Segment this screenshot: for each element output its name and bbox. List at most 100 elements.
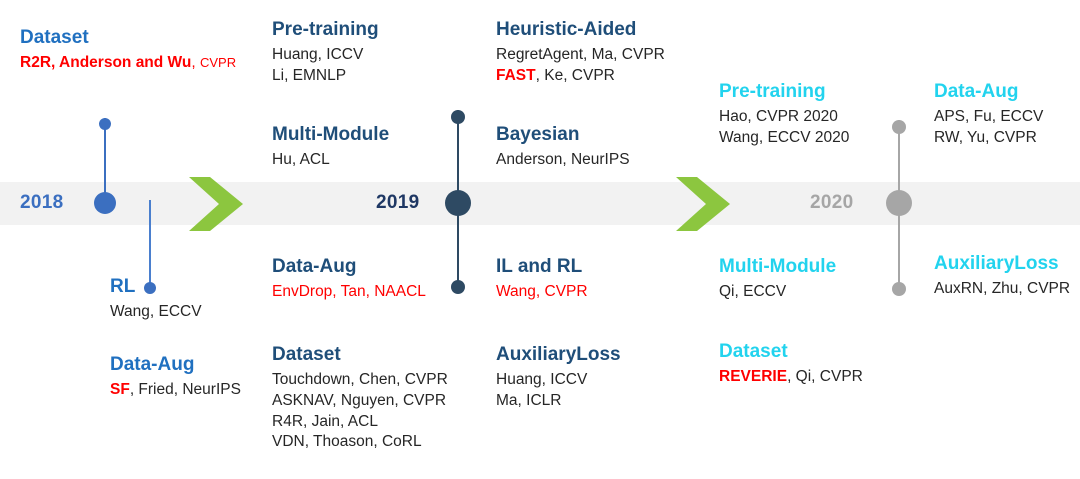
entry-highlight: FAST — [496, 66, 536, 84]
entry-rest: Huang, ICCV — [272, 46, 364, 64]
entry-highlight: EnvDrop, Tan, NAACL — [272, 283, 426, 301]
entry-line: Li, EMNLP — [272, 66, 379, 87]
entry-rest: Qi, ECCV — [719, 283, 787, 301]
connector-dot-large — [94, 192, 116, 214]
group-2019-dataset: Dataset Touchdown, Chen, CVPR ASKNAV, Ng… — [272, 343, 448, 453]
entry-line: AuxRN, Zhu, CVPR — [934, 279, 1070, 300]
group-2020-multimodule: Multi-Module Qi, ECCV — [719, 255, 836, 303]
group-heading: Data-Aug — [934, 81, 1019, 102]
entry-rest: , Fried, NeurIPS — [129, 381, 241, 399]
entry-line: Anderson, NeurIPS — [496, 150, 630, 171]
entry-line: Wang, ECCV 2020 — [719, 128, 849, 149]
group-heading: AuxiliaryLoss — [496, 344, 621, 365]
entry-line: VDN, Thoason, CoRL — [272, 432, 448, 453]
entry-rest: Wang, ECCV 2020 — [719, 128, 850, 146]
entry-line: Touchdown, Chen, CVPR — [272, 370, 448, 391]
entry-rest: Anderson, NeurIPS — [496, 151, 630, 169]
entry-rest: Huang, ICCV — [496, 371, 588, 389]
group-2018-rl: RL Wang, ECCV — [110, 275, 202, 323]
entry-rest: RW, Yu, CVPR — [934, 128, 1037, 146]
entry-line: RW, Yu, CVPR — [934, 128, 1043, 149]
entry-line: EnvDrop, Tan, NAACL — [272, 282, 426, 303]
entry-rest: , Ke, CVPR — [535, 66, 615, 84]
entry-line: Ma, ICLR — [496, 391, 621, 412]
group-2019-pretraining: Pre-training Huang, ICCV Li, EMNLP — [272, 18, 379, 87]
entry-rest: Li, EMNLP — [272, 66, 347, 84]
entry-line: Wang, ECCV — [110, 302, 202, 323]
group-heading: Multi-Module — [719, 256, 837, 277]
entry-rest: Touchdown, Chen, CVPR — [272, 371, 448, 389]
chevron-arrow-icon — [673, 175, 733, 233]
group-heading: Multi-Module — [272, 124, 390, 145]
entry-rest: ASKNAV, Nguyen, CVPR — [272, 391, 447, 409]
entry-line: Hao, CVPR 2020 — [719, 107, 849, 128]
group-heading: Bayesian — [496, 124, 580, 145]
entry-line: Huang, ICCV — [496, 370, 621, 391]
entry-line: FAST, Ke, CVPR — [496, 66, 665, 87]
group-2020-pretraining: Pre-training Hao, CVPR 2020 Wang, ECCV 2… — [719, 80, 849, 149]
entry-line: SF, Fried, NeurIPS — [110, 380, 241, 401]
group-heading: Dataset — [272, 344, 341, 365]
entry-rest: Wang, ECCV — [110, 303, 202, 321]
group-2019-bayesian: Bayesian Anderson, NeurIPS — [496, 123, 630, 171]
entry-line: R4R, Jain, ACL — [272, 412, 448, 433]
entry-line: Wang, CVPR — [496, 282, 588, 303]
connector-dot-large — [886, 190, 912, 216]
group-heading: Dataset — [719, 341, 788, 362]
entry-rest: R4R, Jain, ACL — [272, 412, 378, 430]
group-heading: RL — [110, 276, 136, 297]
entry-venue: CVPR — [200, 55, 237, 71]
group-heading: IL and RL — [496, 256, 583, 277]
chevron-arrow-icon — [186, 175, 246, 233]
group-2019-heuristic: Heuristic-Aided RegretAgent, Ma, CVPR FA… — [496, 18, 665, 87]
entry-line: ASKNAV, Nguyen, CVPR — [272, 391, 448, 412]
entry-rest: Hu, ACL — [272, 151, 330, 169]
year-label-2018: 2018 — [20, 192, 64, 213]
entry-rest: , — [191, 54, 200, 72]
entry-highlight: R2R, Anderson and Wu — [20, 54, 192, 72]
entry-rest: AuxRN, Zhu, CVPR — [934, 280, 1071, 298]
entry-line: REVERIE, Qi, CVPR — [719, 367, 863, 388]
entry-highlight: REVERIE — [719, 368, 788, 386]
timeline-band — [0, 182, 1080, 225]
connector-dot-small — [144, 282, 156, 294]
group-heading: Heuristic-Aided — [496, 19, 637, 40]
entry-line: Hu, ACL — [272, 150, 389, 171]
connector-dot-small — [892, 120, 906, 134]
entry-line: Huang, ICCV — [272, 45, 379, 66]
connector-dot-small — [451, 110, 465, 124]
group-2018-dataaug: Data-Aug SF, Fried, NeurIPS — [110, 353, 241, 401]
connector-line — [149, 200, 151, 286]
group-heading: Data-Aug — [272, 256, 357, 277]
group-2020-dataset: Dataset REVERIE, Qi, CVPR — [719, 340, 863, 388]
entry-line: RegretAgent, Ma, CVPR — [496, 45, 665, 66]
entry-rest: Ma, ICLR — [496, 391, 562, 409]
entry-rest: Hao, CVPR 2020 — [719, 108, 838, 126]
group-heading: Pre-training — [272, 19, 379, 40]
group-2020-auxloss: AuxiliaryLoss AuxRN, Zhu, CVPR — [934, 252, 1070, 300]
group-heading: Dataset — [20, 27, 89, 48]
connector-line — [104, 118, 106, 204]
group-2018-above: Dataset R2R, Anderson and Wu, CVPR — [20, 26, 236, 74]
group-2019-auxloss: AuxiliaryLoss Huang, ICCV Ma, ICLR — [496, 343, 621, 412]
entry-line: APS, Fu, ECCV — [934, 107, 1043, 128]
group-2019-multimodule: Multi-Module Hu, ACL — [272, 123, 389, 171]
year-label-2020: 2020 — [810, 192, 854, 213]
year-label-2019: 2019 — [376, 192, 420, 213]
entry-rest: , Qi, CVPR — [787, 368, 863, 386]
group-2019-dataaug: Data-Aug EnvDrop, Tan, NAACL — [272, 255, 426, 303]
group-heading: Data-Aug — [110, 354, 195, 375]
group-heading: Pre-training — [719, 81, 826, 102]
entry-rest: APS, Fu, ECCV — [934, 108, 1044, 126]
entry-line: R2R, Anderson and Wu, CVPR — [20, 53, 236, 74]
connector-dot-small — [892, 282, 906, 296]
group-heading: AuxiliaryLoss — [934, 253, 1059, 274]
connector-dot-small — [451, 280, 465, 294]
entry-highlight: Wang, CVPR — [496, 283, 588, 301]
connector-dot-small — [99, 118, 111, 130]
group-2019-ilrl: IL and RL Wang, CVPR — [496, 255, 588, 303]
entry-rest: VDN, Thoason, CoRL — [272, 433, 422, 451]
group-2020-dataaug: Data-Aug APS, Fu, ECCV RW, Yu, CVPR — [934, 80, 1043, 149]
entry-line: Qi, ECCV — [719, 282, 836, 303]
